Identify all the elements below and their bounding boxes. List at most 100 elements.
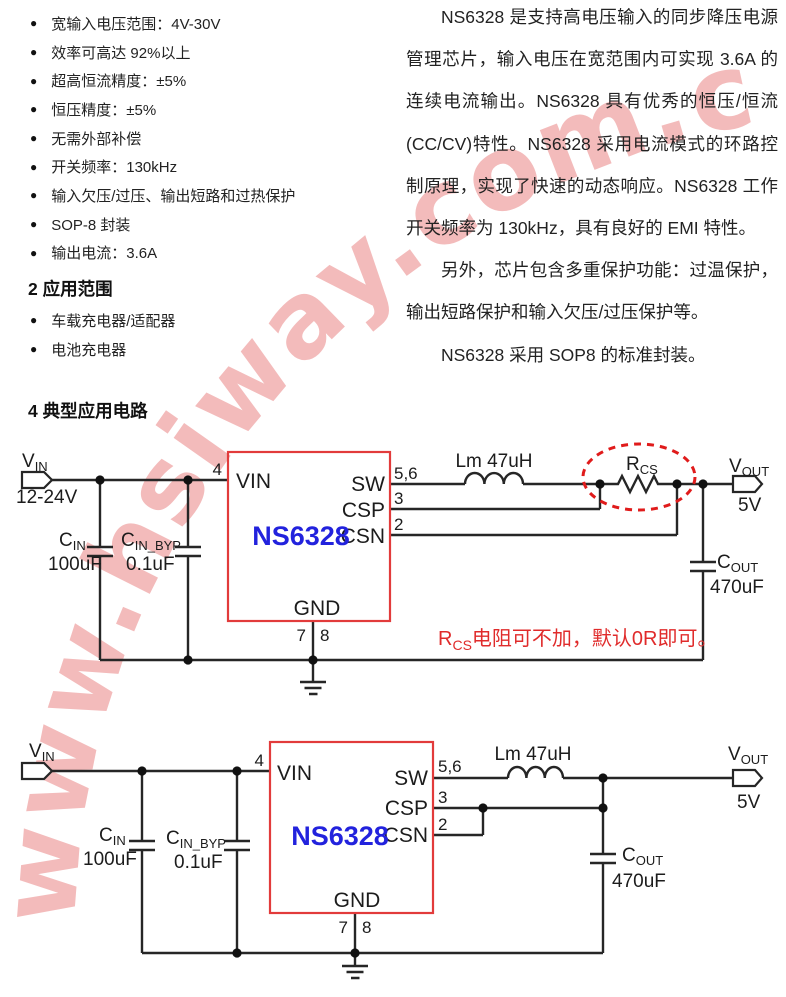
list-item: ● 车载充电器/适配器: [28, 306, 175, 335]
cin-label: CIN: [99, 825, 126, 848]
pin-number-56: 5,6: [438, 757, 462, 776]
node-dots: [95, 475, 708, 665]
rcs-label: RCS: [626, 454, 658, 477]
bullet-icon: ●: [30, 188, 38, 203]
cin-label: CIN: [59, 530, 86, 553]
bullet-icon: ●: [30, 217, 38, 232]
pin-number-4: 4: [255, 751, 264, 770]
application-list: ● 车载充电器/适配器 ● 电池充电器: [28, 306, 175, 363]
wire: [52, 478, 733, 696]
inductor-label: Lm 47uH: [494, 744, 571, 765]
cout-label: COUT: [717, 552, 758, 575]
list-item: ● SOP-8 封装: [28, 210, 295, 239]
pin-csn: CSN: [341, 525, 385, 548]
list-item: ● 恒压精度：±5%: [28, 95, 295, 124]
vin-label: VIN: [29, 741, 55, 764]
list-item: ●超高恒流精度：±5%: [28, 66, 295, 95]
feature-text: 输出电流：3.6A: [51, 245, 158, 263]
bullet-icon: ●: [30, 16, 38, 31]
description-column: NS6328 是支持高电压输入的同步降压电源管理芯片，输入电压在宽范围内可实现 …: [406, 0, 778, 376]
vout-terminal: [731, 768, 764, 788]
cout-label: COUT: [622, 845, 663, 868]
bullet-icon: ●: [30, 131, 38, 146]
list-item: ● 电池充电器: [28, 335, 175, 364]
cin-value: 100uF: [83, 849, 137, 870]
vout-label: VOUT: [729, 456, 769, 479]
cout-value: 470uF: [710, 577, 764, 598]
application-text: 电池充电器: [51, 341, 127, 359]
vin-terminal: [20, 761, 54, 781]
bullet-icon: ●: [30, 342, 38, 357]
rcs-note: RCS电阻可不加，默认0R即可。: [438, 627, 717, 653]
feature-text: SOP-8 封装: [51, 216, 131, 234]
list-item: ● 开关频率：130kHz: [28, 152, 295, 181]
bullet-icon: ●: [30, 45, 38, 60]
vout-label: VOUT: [728, 744, 768, 767]
section-title-applications: 2 应用范围: [28, 279, 113, 299]
description-paragraph: 另外，芯片包含多重保护功能：过温保护，输出短路保护和输入欠压/过压保护等。: [406, 260, 778, 323]
feature-text: 无需外部补偿: [51, 130, 142, 148]
vout-terminal: [731, 474, 764, 494]
vout-voltage-label: 5V: [738, 495, 762, 516]
application-text: 车载充电器/适配器: [51, 312, 176, 330]
feature-text: 超高恒流精度：±5%: [51, 73, 187, 91]
list-item: ● 输入欠压/过压、输出短路和过热保护: [28, 181, 295, 210]
feature-text: 宽输入电压范围：4V-30V: [51, 15, 221, 33]
list-item: ● 输出电流：3.6A: [28, 239, 295, 268]
list-item: ● 宽输入电压范围：4V-30V: [28, 9, 295, 38]
inductor-symbol: [506, 765, 565, 779]
typical-circuit-without-rcs: VIN CIN 100uF CIN_BYP 0.1uF 4 VIN SW CSP…: [20, 740, 768, 980]
list-item: ●效率可高达 92%以上: [28, 38, 295, 67]
rcs-highlight-ellipse: [581, 442, 697, 512]
pin-number-2: 2: [438, 815, 447, 834]
pin-number-7: 7: [339, 918, 348, 937]
feature-text: 恒压精度：±5%: [51, 101, 157, 119]
feature-text: 输入欠压/过压、输出短路和过热保护: [51, 187, 296, 205]
cin-value: 100uF: [48, 554, 102, 575]
bullet-icon: ●: [30, 245, 38, 260]
chip-name: NS6328: [252, 521, 350, 551]
pin-number-8: 8: [320, 626, 329, 645]
pin-sw: SW: [351, 473, 385, 496]
pin-vin: VIN: [277, 762, 312, 785]
cinbyp-value: 0.1uF: [126, 554, 175, 575]
section-title-typical-circuit: 4 典型应用电路: [28, 401, 148, 421]
wire: [52, 769, 733, 980]
chip-outline: [226, 450, 392, 623]
pin-number-3: 3: [438, 788, 447, 807]
pin-csp: CSP: [342, 499, 385, 522]
pin-number-2: 2: [394, 515, 403, 534]
pin-number-7: 7: [297, 626, 306, 645]
inductor-symbol: [463, 471, 525, 485]
feature-list: ●宽输入电压范围：4V-30V ●效率可高达 92%以上 ●超高恒流精度：±5%…: [28, 9, 295, 267]
vin-terminal: [20, 470, 54, 490]
pin-sw: SW: [394, 767, 428, 790]
description-paragraph: NS6328 采用 SOP8 的标准封装。: [441, 344, 706, 365]
cinbyp-value: 0.1uF: [174, 852, 223, 873]
vin-label: VIN: [22, 451, 48, 474]
pin-csp: CSP: [385, 797, 428, 820]
bullet-icon: ●: [30, 313, 38, 328]
pin-vin: VIN: [236, 470, 271, 493]
pin-number-56: 5,6: [394, 464, 418, 483]
pin-csn: CSN: [384, 824, 428, 847]
list-item: ● 无需外部补偿: [28, 124, 295, 153]
pin-number-3: 3: [394, 489, 403, 508]
cout-value: 470uF: [612, 871, 666, 892]
cinbyp-label: CIN_BYP: [121, 530, 181, 553]
bullet-icon: ●: [30, 102, 38, 117]
pin-gnd: GND: [294, 597, 341, 620]
vin-voltage-label: 12-24V: [16, 487, 78, 508]
resistor-symbol: [600, 473, 677, 495]
chip-name: NS6328: [291, 821, 389, 851]
description-paragraph: NS6328 是支持高电压输入的同步降压电源管理芯片，输入电压在宽范围内可实现 …: [406, 7, 778, 239]
bullet-icon: ●: [30, 159, 38, 174]
inductor-label: Lm 47uH: [455, 451, 532, 472]
feature-text: 开关频率：130kHz: [51, 159, 178, 177]
pin-gnd: GND: [334, 889, 381, 912]
chip-outline: [268, 740, 435, 915]
vout-voltage-label: 5V: [737, 792, 761, 813]
node-dots: [137, 766, 608, 958]
pin-number-8: 8: [362, 918, 371, 937]
